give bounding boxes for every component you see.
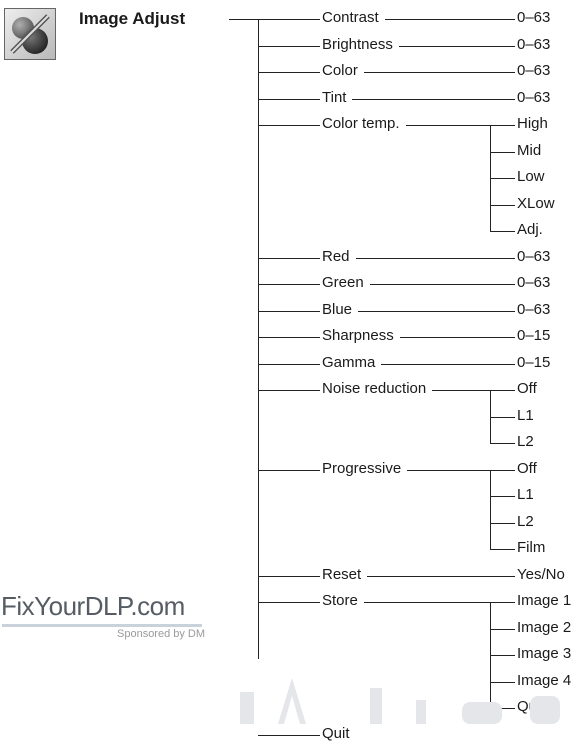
option-progressive-l2[interactable]: L2	[517, 512, 534, 530]
option-color-temp-adj[interactable]: Adj.	[517, 221, 543, 238]
menu-title: Image Adjust	[79, 9, 186, 28]
branch-line-store	[258, 602, 320, 603]
value-leader-reset	[367, 575, 515, 577]
option-branch-color-temp-xlow	[490, 204, 515, 206]
value-range-sharpness: 0–15	[517, 327, 551, 344]
branch-line-color-temp	[258, 125, 320, 126]
watermark-text: FixYourDLP.com	[1, 591, 185, 621]
option-noise-reduction-l1[interactable]: L1	[517, 406, 534, 424]
option-leader-progressive	[407, 469, 490, 471]
option-branch-store-image-1	[490, 602, 515, 603]
branch-line-brightness	[258, 45, 320, 47]
value-range-gamma: 0–15	[517, 353, 551, 371]
option-noise-reduction-off[interactable]: Off	[517, 380, 537, 397]
option-branch-store-image-3	[490, 655, 515, 656]
menu-item-brightness[interactable]: Brightness	[322, 35, 393, 53]
branch-line-reset	[258, 575, 320, 577]
value-range-reset: Yes/No	[517, 565, 565, 583]
menu-item-color-temp[interactable]: Color temp.	[322, 115, 400, 132]
value-range-tint: 0–63	[517, 88, 551, 106]
menu-item-quit[interactable]: Quit	[322, 724, 350, 742]
value-range-color: 0–63	[517, 62, 551, 79]
option-color-temp-high[interactable]: High	[517, 115, 548, 132]
menu-item-sharpness[interactable]: Sharpness	[322, 327, 394, 344]
value-range-red: 0–63	[517, 247, 551, 265]
option-branch-progressive-l1	[490, 496, 515, 497]
menu-item-gamma[interactable]: Gamma	[322, 353, 376, 371]
branch-line-color	[258, 72, 320, 73]
branch-line-sharpness	[258, 337, 320, 338]
value-leader-color	[363, 72, 515, 73]
option-branch-color-temp-mid	[490, 151, 515, 153]
branch-line-tint	[258, 98, 320, 100]
value-leader-sharpness	[399, 337, 515, 338]
branch-line-quit	[258, 734, 320, 736]
option-store-image-1[interactable]: Image 1	[517, 592, 572, 609]
main-trunk-line	[258, 19, 259, 659]
branch-line-green	[258, 284, 320, 285]
branch-line-gamma	[258, 363, 320, 365]
option-leader-noise-reduction	[432, 390, 490, 391]
value-leader-red	[355, 257, 515, 259]
menu-item-blue[interactable]: Blue	[322, 300, 353, 318]
menu-item-reset[interactable]: Reset	[322, 565, 362, 583]
option-color-temp-xlow[interactable]: XLow	[517, 194, 555, 212]
option-store-image-3[interactable]: Image 3	[517, 645, 572, 662]
value-range-blue: 0–63	[517, 300, 551, 318]
value-range-green: 0–63	[517, 274, 551, 291]
title-connector	[229, 19, 258, 20]
option-progressive-off[interactable]: Off	[517, 459, 537, 477]
value-leader-brightness	[398, 45, 515, 47]
branch-line-red	[258, 257, 320, 259]
menu-item-green[interactable]: Green	[322, 274, 364, 291]
option-progressive-film[interactable]: Film	[517, 539, 546, 556]
value-leader-contrast	[384, 19, 515, 20]
value-range-brightness: 0–63	[517, 35, 551, 53]
value-leader-tint	[352, 98, 515, 100]
option-branch-store-image-2	[490, 628, 515, 630]
faint-watermark-shapes	[240, 678, 560, 724]
option-color-temp-mid[interactable]: Mid	[517, 141, 542, 159]
option-branch-progressive-film	[490, 549, 515, 550]
image-adjust-icon	[4, 8, 56, 60]
menu-item-store[interactable]: Store	[322, 592, 358, 609]
watermark-underline	[2, 624, 202, 627]
option-color-temp-low[interactable]: Low	[517, 168, 545, 185]
option-branch-progressive-off	[490, 469, 515, 471]
option-progressive-l1[interactable]: L1	[517, 486, 534, 503]
menu-item-color[interactable]: Color	[322, 62, 358, 79]
option-branch-color-temp-low	[490, 178, 515, 179]
menu-item-red[interactable]: Red	[322, 247, 350, 265]
option-leader-store	[363, 602, 490, 603]
menu-item-tint[interactable]: Tint	[322, 88, 347, 106]
value-leader-blue	[358, 310, 515, 312]
option-store-image-2[interactable]: Image 2	[517, 618, 572, 636]
menu-item-noise-reduction[interactable]: Noise reduction	[322, 380, 427, 397]
value-leader-green	[369, 284, 515, 285]
option-branch-color-temp-high	[490, 125, 515, 126]
branch-line-contrast	[258, 19, 320, 20]
branch-line-noise-reduction	[258, 390, 320, 391]
option-leader-color-temp	[405, 125, 490, 126]
option-branch-color-temp-adj	[490, 231, 515, 232]
option-store-image-4[interactable]: Image 4	[517, 671, 572, 689]
option-noise-reduction-l2[interactable]: L2	[517, 433, 534, 450]
value-leader-gamma	[381, 363, 515, 365]
option-branch-store-image-4	[490, 681, 515, 683]
option-trunk-progressive	[490, 469, 491, 549]
value-range-contrast: 0–63	[517, 9, 551, 26]
option-branch-noise-reduction-off	[490, 390, 515, 391]
branch-line-blue	[258, 310, 320, 312]
menu-item-contrast[interactable]: Contrast	[322, 9, 379, 26]
branch-line-progressive	[258, 469, 320, 471]
option-branch-progressive-l2	[490, 522, 515, 524]
option-branch-store-quit	[490, 708, 515, 709]
option-branch-noise-reduction-l1	[490, 416, 515, 418]
option-branch-noise-reduction-l2	[490, 443, 515, 444]
watermark-sponsor: Sponsored by DM	[117, 628, 206, 640]
menu-item-progressive[interactable]: Progressive	[322, 459, 402, 477]
